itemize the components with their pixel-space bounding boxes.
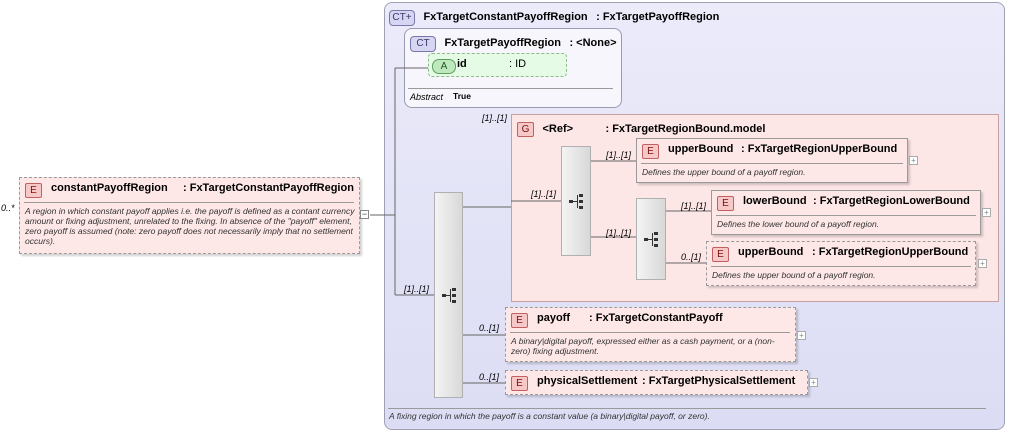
upper-bound-opt-type: : FxTargetRegionUpperBound — [812, 246, 969, 258]
upper-bound-name: upperBound — [668, 143, 734, 155]
lower-bound-separator — [716, 215, 976, 216]
attribute-type: : ID — [509, 58, 527, 70]
sequence-icon — [569, 194, 583, 209]
inner-seq-cardinality: [1]..[1] — [606, 228, 632, 238]
physical-settlement-type: : FxTargetPhysicalSettlement — [642, 375, 796, 387]
attribute-id[interactable]: A id : ID — [428, 53, 567, 77]
attribute-badge: A — [432, 59, 456, 74]
lower-bound-cardinality: [1]..[1] — [681, 201, 707, 211]
group-sequence[interactable] — [561, 146, 591, 256]
base-type-name: FxTargetPayoffRegion — [444, 37, 561, 49]
payoff-separator — [510, 332, 790, 333]
plus-icon[interactable]: + — [909, 156, 918, 165]
group-header: G <Ref> : FxTargetRegionBound.model — [517, 119, 765, 137]
group-badge: G — [517, 122, 534, 137]
upper-bound-separator — [641, 163, 903, 164]
base-type-type: : <None> — [569, 37, 617, 49]
sequence-icon — [442, 288, 456, 303]
upper-bound-type: : FxTargetRegionUpperBound — [741, 143, 898, 155]
root-element-name: constantPayoffRegion — [51, 182, 168, 194]
upper-bound-description: Defines the upper bound of a payoff regi… — [642, 167, 806, 177]
upper-bound-badge: E — [642, 144, 659, 159]
abstract-value: True — [453, 91, 471, 101]
base-type-header: CT FxTargetPayoffRegion : <None> — [410, 33, 617, 52]
lower-bound-badge: E — [717, 196, 734, 211]
upper-bound-opt-name: upperBound — [738, 246, 804, 258]
sequence-icon — [644, 232, 658, 247]
upper-bound-opt-description: Defines the upper bound of a payoff regi… — [712, 270, 876, 280]
complex-type-description: A fixing region in which the payoff is a… — [389, 411, 710, 421]
lower-bound-description: Defines the lower bound of a payoff regi… — [717, 219, 880, 229]
payoff-box[interactable]: E payoff : FxTargetConstantPayoff A bina… — [505, 307, 796, 362]
root-element-box[interactable]: E constantPayoffRegion : FxTargetConstan… — [19, 177, 360, 254]
root-element-separator — [24, 202, 354, 203]
minus-icon[interactable]: − — [360, 209, 369, 219]
complex-type-badge: CT+ — [389, 10, 415, 26]
upper-bound-opt-badge: E — [712, 247, 729, 262]
physical-settlement-cardinality: 0..[1] — [479, 372, 500, 382]
base-type-separator — [408, 88, 613, 89]
payoff-cardinality: 0..[1] — [479, 323, 500, 333]
payoff-badge: E — [511, 313, 528, 328]
physical-settlement-box[interactable]: E physicalSettlement : FxTargetPhysicalS… — [505, 370, 808, 395]
physical-settlement-badge: E — [511, 376, 528, 391]
upper-bound-opt-cardinality: 0..[1] — [681, 252, 702, 262]
inner-sequence[interactable] — [636, 198, 666, 280]
lower-bound-name: lowerBound — [743, 195, 807, 207]
group-type: : FxTargetRegionBound.model — [605, 123, 766, 135]
base-type-badge: CT — [410, 36, 436, 52]
complex-type-header: CT+ FxTargetConstantPayoffRegion : FxTar… — [389, 7, 719, 26]
complex-type-type: : FxTargetPayoffRegion — [596, 11, 720, 23]
plus-icon[interactable]: + — [809, 378, 818, 387]
attribute-name: id — [457, 58, 467, 70]
plus-icon[interactable]: + — [797, 331, 806, 340]
lower-bound-type: : FxTargetRegionLowerBound — [813, 195, 970, 207]
main-sequence[interactable] — [434, 192, 463, 398]
upper-bound-cardinality: [1]..[1] — [606, 150, 632, 160]
plus-icon[interactable]: + — [982, 208, 991, 217]
group-cardinality: [1]..[1] — [482, 113, 508, 123]
upper-bound-opt-separator — [711, 266, 971, 267]
root-element-badge: E — [25, 183, 42, 198]
upper-bound-box[interactable]: E upperBound : FxTargetRegionUpperBound … — [636, 138, 908, 183]
lower-bound-box[interactable]: E lowerBound : FxTargetRegionLowerBound … — [711, 190, 981, 235]
upper-bound-opt-box[interactable]: E upperBound : FxTargetRegionUpperBound … — [706, 241, 976, 286]
main-seq-cardinality: [1]..[1] — [404, 284, 430, 294]
root-cardinality: 0..* — [1, 203, 15, 213]
physical-settlement-name: physicalSettlement — [537, 375, 638, 387]
group-seq-cardinality: [1]..[1] — [531, 189, 557, 199]
complex-type-name: FxTargetConstantPayoffRegion — [423, 11, 588, 23]
root-element-type: : FxTargetConstantPayoffRegion — [183, 182, 354, 194]
abstract-label: Abstract — [410, 92, 444, 102]
plus-icon[interactable]: + — [978, 259, 987, 268]
payoff-name: payoff — [537, 312, 570, 324]
payoff-description: A binary|digital payoff, expressed eithe… — [511, 336, 775, 356]
group-ref: <Ref> — [542, 123, 574, 135]
payoff-type: : FxTargetConstantPayoff — [589, 312, 723, 324]
footer-separator — [388, 408, 986, 409]
root-element-description: A region in which constant payoff applie… — [25, 206, 355, 246]
